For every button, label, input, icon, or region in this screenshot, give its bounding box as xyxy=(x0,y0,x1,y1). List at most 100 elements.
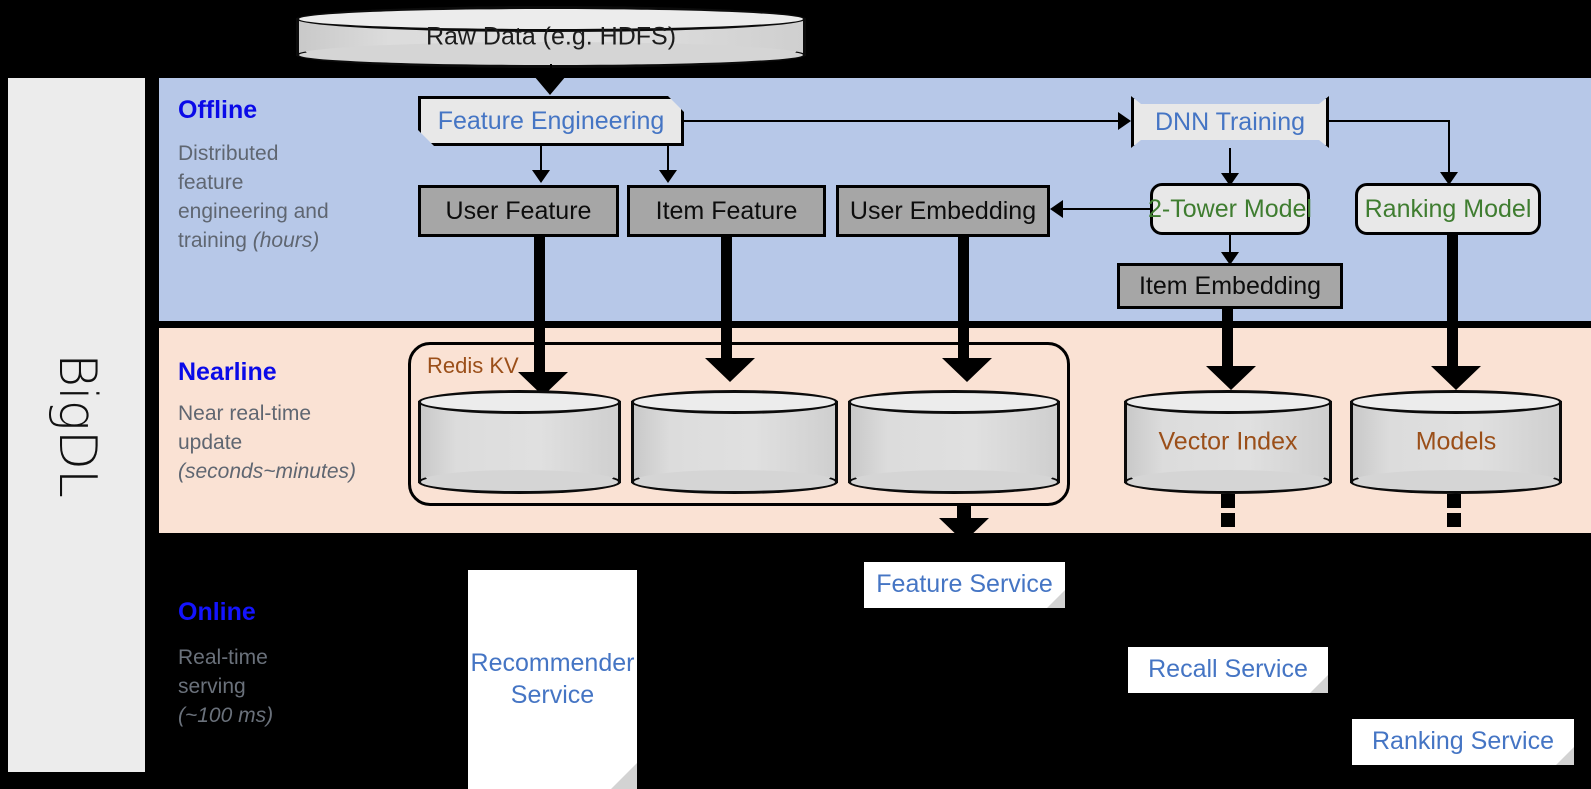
redis-store-3-top xyxy=(848,390,1060,414)
raw-data-store: Raw Data (e.g. HDFS) xyxy=(296,6,806,68)
item-feature-label: Item Feature xyxy=(655,196,798,225)
bigdl-label: BigDL xyxy=(46,353,107,497)
online-subtitle-italic: (~100 ms) xyxy=(178,703,274,727)
item-feature-node[interactable]: Item Feature xyxy=(627,185,826,237)
page-fold-icon xyxy=(1310,675,1328,693)
two-tower-model-label: 2-Tower Model xyxy=(1148,194,1312,223)
recall-service-node[interactable]: Recall Service xyxy=(1128,647,1328,693)
user-embedding-label: User Embedding xyxy=(849,196,1037,225)
link-vectorindex-recall-stub1 xyxy=(1221,494,1235,508)
models-bottom xyxy=(1350,470,1562,494)
pipe-userembedding xyxy=(958,237,969,367)
link-models-ranking-stub1 xyxy=(1447,494,1461,508)
pipe-userfeature xyxy=(534,237,545,387)
item-embedding-node[interactable]: Item Embedding xyxy=(1117,263,1343,309)
pipe-rankingmodel xyxy=(1447,235,1458,375)
feature-engineering-node[interactable]: Feature Engineering xyxy=(418,96,684,146)
redis-kv-group xyxy=(408,342,1070,506)
redis-kv-label: Redis KV xyxy=(427,353,519,378)
link-redis-featureservice-stub xyxy=(957,506,971,520)
feature-service-label: Feature Service xyxy=(876,570,1053,599)
bigdl-rail: BigDL xyxy=(8,78,145,772)
online-subtitle-l2: serving xyxy=(178,674,246,698)
conn-rawdata-fe-arrow xyxy=(534,76,566,95)
pipe-itemfeature-arrow xyxy=(705,358,755,382)
pipe-itemembedding-arrow xyxy=(1206,366,1256,390)
nearline-subtitle-l1: Near real-time xyxy=(178,402,312,425)
raw-data-label: Raw Data (e.g. HDFS) xyxy=(425,22,677,51)
online-title: Online xyxy=(178,598,256,626)
conn-fe-itemfeature-line xyxy=(667,146,669,174)
redis-store-2-top xyxy=(631,390,838,414)
conn-dnn-ranking-v xyxy=(1448,120,1450,178)
conn-fe-itemfeature-arrow xyxy=(659,170,677,183)
recall-service-label: Recall Service xyxy=(1148,655,1308,684)
offline-subtitle-l1: Distributed xyxy=(178,142,279,165)
link-models-ranking-stub2 xyxy=(1447,513,1461,527)
conn-dnn-ranking-h xyxy=(1329,120,1449,122)
nearline-title: Nearline xyxy=(178,358,277,386)
conn-fe-dnn-arrow xyxy=(1118,112,1131,130)
page-fold-icon xyxy=(611,763,637,789)
models-store[interactable]: Models xyxy=(1350,390,1562,494)
offline-subtitle-l4: training xyxy=(178,228,253,252)
conn-dnn-2tower-arrow xyxy=(1221,173,1239,186)
conn-2tower-itemembed-line xyxy=(1229,235,1231,259)
ranking-model-node[interactable]: Ranking Model xyxy=(1355,183,1541,235)
models-top xyxy=(1350,390,1562,414)
redis-store-1-top xyxy=(418,390,621,414)
models-label: Models xyxy=(1415,427,1497,456)
offline-subtitle-l2: feature xyxy=(178,170,244,194)
conn-2tower-userembed-arrow xyxy=(1050,200,1063,218)
redis-store-2[interactable] xyxy=(631,390,838,494)
nearline-subtitle-italic: (seconds~minutes) xyxy=(178,459,356,483)
conn-fe-userfeature-arrow xyxy=(532,170,550,183)
vector-index-store[interactable]: Vector Index xyxy=(1124,390,1332,494)
recommender-service-line2: Service xyxy=(510,680,595,709)
online-subtitle: Real-time serving (~100 ms) xyxy=(178,644,413,731)
offline-subtitle-italic: (hours) xyxy=(252,228,320,252)
nearline-subtitle: Near real-time update (seconds~minutes) xyxy=(178,400,423,487)
page-fold-icon xyxy=(1556,747,1574,765)
pipe-userembedding-arrow xyxy=(942,358,992,382)
redis-store-1-bottom xyxy=(418,470,621,494)
recommender-service-node[interactable]: Recommender Service xyxy=(468,570,637,789)
vector-index-bottom xyxy=(1124,470,1332,494)
link-vectorindex-recall-stub2 xyxy=(1221,513,1235,527)
recommender-service-label: Recommender Service xyxy=(471,648,635,711)
ranking-model-label: Ranking Model xyxy=(1364,194,1532,223)
conn-fe-dnn-line xyxy=(684,120,1118,122)
two-tower-model-node[interactable]: 2-Tower Model xyxy=(1148,183,1312,235)
redis-store-3-bottom xyxy=(848,470,1060,494)
offline-title: Offline xyxy=(178,96,258,124)
dnn-training-label: DNN Training xyxy=(1154,107,1306,136)
user-feature-node[interactable]: User Feature xyxy=(418,185,619,237)
redis-store-1[interactable] xyxy=(418,390,621,494)
feature-engineering-label: Feature Engineering xyxy=(437,106,665,135)
pipe-rankingmodel-arrow xyxy=(1431,366,1481,390)
conn-2tower-itemembed-arrow xyxy=(1221,252,1239,265)
raw-data-top xyxy=(296,6,806,32)
pipe-itemfeature xyxy=(721,237,732,367)
ranking-service-node[interactable]: Ranking Service xyxy=(1352,719,1574,765)
conn-rawdata-fe-line xyxy=(550,64,552,82)
conn-2tower-userembed-line xyxy=(1063,208,1151,210)
conn-fe-userfeature-line xyxy=(540,146,542,174)
offline-subtitle-l3: engineering and xyxy=(178,199,329,223)
page-fold-icon xyxy=(1047,590,1065,608)
link-redis-featureservice-arrow xyxy=(939,518,989,542)
user-embedding-node[interactable]: User Embedding xyxy=(836,185,1050,237)
conn-dnn-ranking-arrow xyxy=(1440,172,1458,185)
online-subtitle-l1: Real-time xyxy=(178,646,268,669)
vector-index-top xyxy=(1124,390,1332,414)
redis-store-3[interactable] xyxy=(848,390,1060,494)
vector-index-label: Vector Index xyxy=(1158,427,1298,456)
nearline-subtitle-l2: update xyxy=(178,430,243,454)
feature-service-node[interactable]: Feature Service xyxy=(864,562,1065,608)
redis-store-2-bottom xyxy=(631,470,838,494)
recommender-service-line1: Recommender xyxy=(470,649,635,678)
conn-dnn-2tower-line xyxy=(1229,148,1231,180)
ranking-service-label: Ranking Service xyxy=(1371,727,1555,756)
item-embedding-label: Item Embedding xyxy=(1138,271,1322,300)
